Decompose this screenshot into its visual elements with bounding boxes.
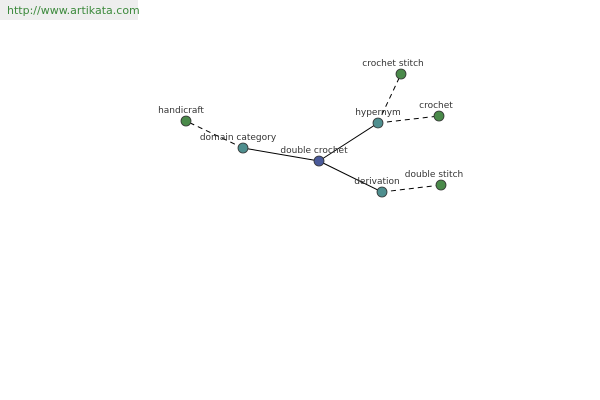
node-label-domain-category[interactable]: domain category bbox=[200, 133, 277, 143]
node-derivation[interactable] bbox=[376, 186, 388, 198]
node-hypernym[interactable] bbox=[372, 117, 384, 129]
url-banner[interactable]: http://www.artikata.com bbox=[0, 0, 140, 20]
node-handicraft[interactable] bbox=[180, 115, 192, 127]
node-crochet-stitch[interactable] bbox=[395, 68, 407, 80]
node-double-stitch[interactable] bbox=[435, 179, 447, 191]
edge-double-crochet-derivation bbox=[318, 160, 383, 193]
node-double-crochet[interactable] bbox=[313, 155, 325, 167]
node-label-handicraft[interactable]: handicraft bbox=[158, 106, 204, 116]
node-label-crochet-stitch[interactable]: crochet stitch bbox=[362, 59, 423, 69]
edge-double-crochet-domain-category bbox=[242, 147, 320, 162]
node-label-derivation[interactable]: derivation bbox=[354, 177, 400, 187]
site-url-link[interactable]: http://www.artikata.com bbox=[7, 4, 140, 17]
node-label-double-crochet[interactable]: double crochet bbox=[280, 146, 348, 156]
edge-double-crochet-hypernym bbox=[318, 122, 379, 162]
edges-layer bbox=[185, 73, 442, 193]
node-label-crochet[interactable]: crochet bbox=[419, 101, 453, 111]
node-label-hypernym[interactable]: hypernym bbox=[355, 108, 401, 118]
nodes-layer bbox=[180, 68, 447, 198]
edge-derivation-double-stitch bbox=[381, 184, 442, 193]
node-label-double-stitch[interactable]: double stitch bbox=[405, 170, 463, 180]
node-domain-category[interactable] bbox=[237, 142, 249, 154]
edge-domain-category-handicraft bbox=[185, 120, 244, 149]
edge-hypernym-crochet-stitch bbox=[377, 73, 402, 124]
node-crochet[interactable] bbox=[433, 110, 445, 122]
edge-hypernym-crochet bbox=[377, 115, 440, 124]
